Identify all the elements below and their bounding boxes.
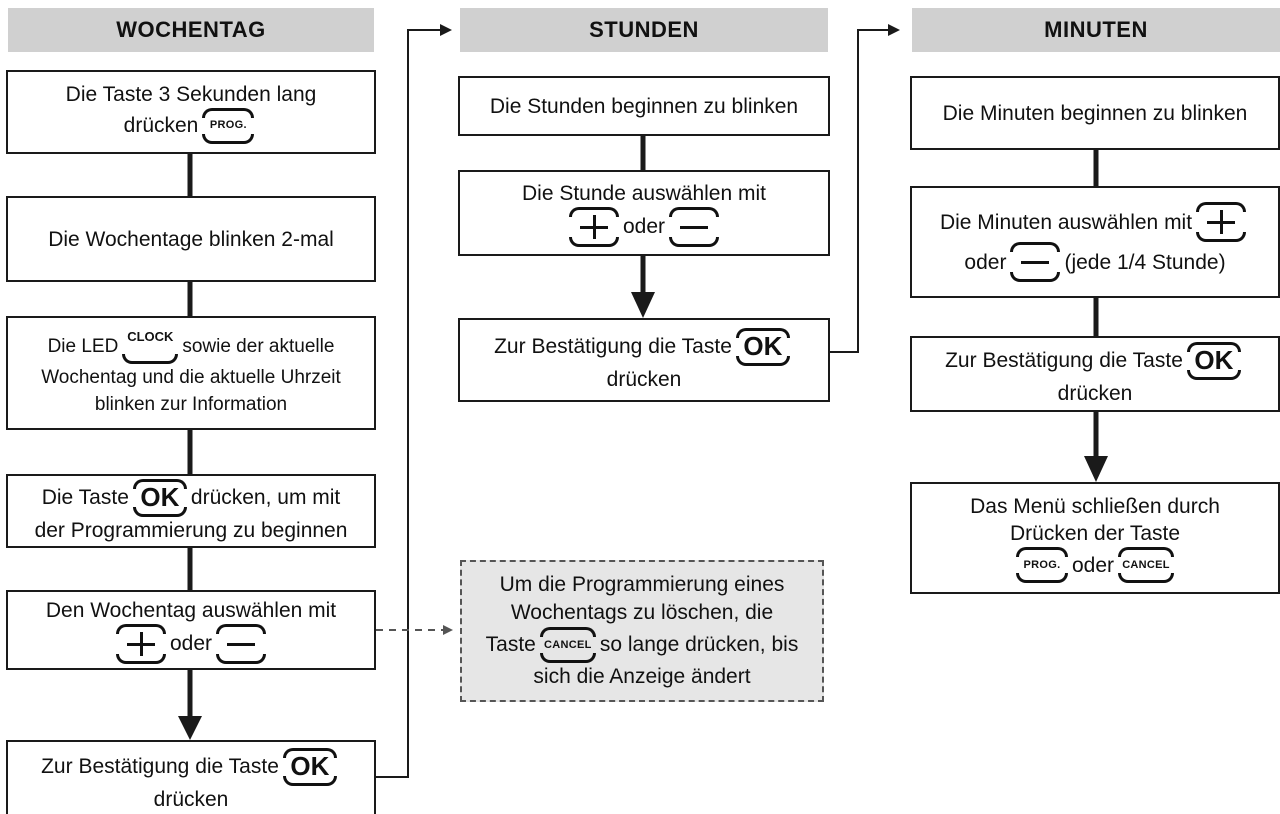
cancel-button-label: CANCEL [1122, 558, 1170, 571]
step-led-clock: Die LED CLOCK sowie der aktuelle Wochent… [6, 316, 376, 430]
prog-button-icon: PROG. [1015, 547, 1068, 583]
arrowhead-s2-s3 [631, 292, 655, 318]
note-text: Taste [485, 633, 536, 656]
step-text: Das Menü schließen durch [970, 495, 1220, 518]
connector-s3-to-minuten [830, 24, 900, 353]
ok-button-icon: OK [735, 327, 790, 366]
clock-led-icon: CLOCK [122, 328, 179, 364]
cancel-button-label: CANCEL [544, 639, 592, 651]
step-text: (jede 1/4 Stunde) [1064, 250, 1226, 274]
note-text: Um die Programmierung eines [499, 573, 785, 596]
step-text: Zur Bestätigung die Taste [41, 755, 279, 778]
prog-button-icon: PROG. [202, 107, 255, 144]
step-text: drücken [606, 367, 682, 391]
ok-button-label: OK [743, 331, 783, 361]
step-select-weekday: Den Wochentag auswählen mit oder [6, 590, 376, 670]
step-text: Die Wochentage blinken 2-mal [48, 227, 334, 251]
step-minutes-blink: Die Minuten beginnen zu blinken [910, 76, 1280, 150]
step-text: Die Minuten auswählen mit [939, 210, 1193, 234]
ok-button-icon: OK [1186, 341, 1241, 380]
cancel-button-icon: CANCEL [539, 627, 596, 663]
step-select-hour: Die Stunde auswählen mit oder [458, 170, 830, 256]
step-text: oder [1071, 553, 1115, 577]
note-delete-weekday-program: Um die Programmierung eines Wochentags z… [460, 560, 824, 702]
note-text: so lange drücken, bis [599, 633, 799, 656]
step-close-menu: Das Menü schließen durch Drücken der Tas… [910, 482, 1280, 594]
minus-button-icon [216, 623, 267, 664]
step-confirm-hour: Zur Bestätigung die Taste OK drücken [458, 318, 830, 402]
step-hours-blink: Die Stunden beginnen zu blinken [458, 76, 830, 136]
minus-button-icon [1010, 242, 1061, 282]
step-text: Zur Bestätigung die Taste [494, 335, 732, 358]
step-text: Die LED [47, 335, 119, 357]
step-select-minutes: Die Minuten auswählen mit oder (jede 1/4… [910, 186, 1280, 298]
arrowhead-w5-w6 [178, 716, 202, 740]
step-weekdays-blink: Die Wochentage blinken 2-mal [6, 196, 376, 282]
step-text: drücken [153, 787, 229, 811]
step-text: Die Taste [41, 486, 129, 509]
step-text: drücken [123, 114, 199, 137]
step-text: Die Taste 3 Sekunden lang [65, 82, 317, 106]
step-text: sowie der aktuelle [182, 335, 335, 357]
note-text: Wochentags zu löschen, die [510, 601, 774, 624]
step-text: Die Stunden beginnen zu blinken [489, 94, 799, 118]
step-text: Den Wochentag auswählen mit [45, 598, 337, 622]
step-text: drücken, um mit [190, 486, 341, 509]
plus-button-icon [1196, 202, 1247, 242]
step-text: Drücken der Taste [1009, 522, 1181, 545]
step-text: Wochentag und die aktuelle Uhrzeit [41, 367, 341, 388]
clock-led-label: CLOCK [127, 328, 174, 344]
minus-button-icon [669, 206, 720, 247]
header-minuten: MINUTEN [912, 8, 1280, 52]
plus-button-icon [568, 206, 619, 247]
step-confirm-weekday: Zur Bestätigung die Taste OK drücken [6, 740, 376, 814]
header-stunden: STUNDEN [460, 8, 828, 52]
ok-button-label: OK [1194, 345, 1234, 375]
step-confirm-minutes: Zur Bestätigung die Taste OK drücken [910, 336, 1280, 412]
step-text: oder [964, 250, 1007, 274]
step-text: oder [169, 632, 213, 655]
arrowhead-m3-m4 [1084, 456, 1108, 482]
step-text: drücken [1057, 381, 1133, 405]
connector-w6-to-stunden [376, 24, 452, 778]
ok-button-label: OK [140, 482, 180, 512]
ok-button-label: OK [290, 751, 330, 781]
step-text: oder [622, 215, 666, 238]
prog-button-label: PROG. [209, 119, 247, 131]
ok-button-icon: OK [132, 478, 187, 517]
step-press-ok-start: Die Taste OK drücken, um mit der Program… [6, 474, 376, 548]
step-text: der Programmierung zu beginnen [34, 518, 348, 542]
step-press-prog: Die Taste 3 Sekunden lang drücken PROG. [6, 70, 376, 154]
step-text: Die Stunde auswählen mit [522, 181, 766, 205]
cancel-button-icon: CANCEL [1118, 547, 1175, 583]
step-text: Die Minuten beginnen zu blinken [942, 101, 1248, 125]
prog-button-label: PROG. [1023, 558, 1061, 571]
step-text: Zur Bestätigung die Taste [945, 349, 1183, 372]
header-wochentag: WOCHENTAG [8, 8, 374, 52]
plus-button-icon [115, 623, 166, 664]
ok-button-icon: OK [282, 747, 337, 786]
step-text: blinken zur Information [94, 394, 288, 415]
note-text: sich die Anzeige ändert [533, 665, 751, 688]
